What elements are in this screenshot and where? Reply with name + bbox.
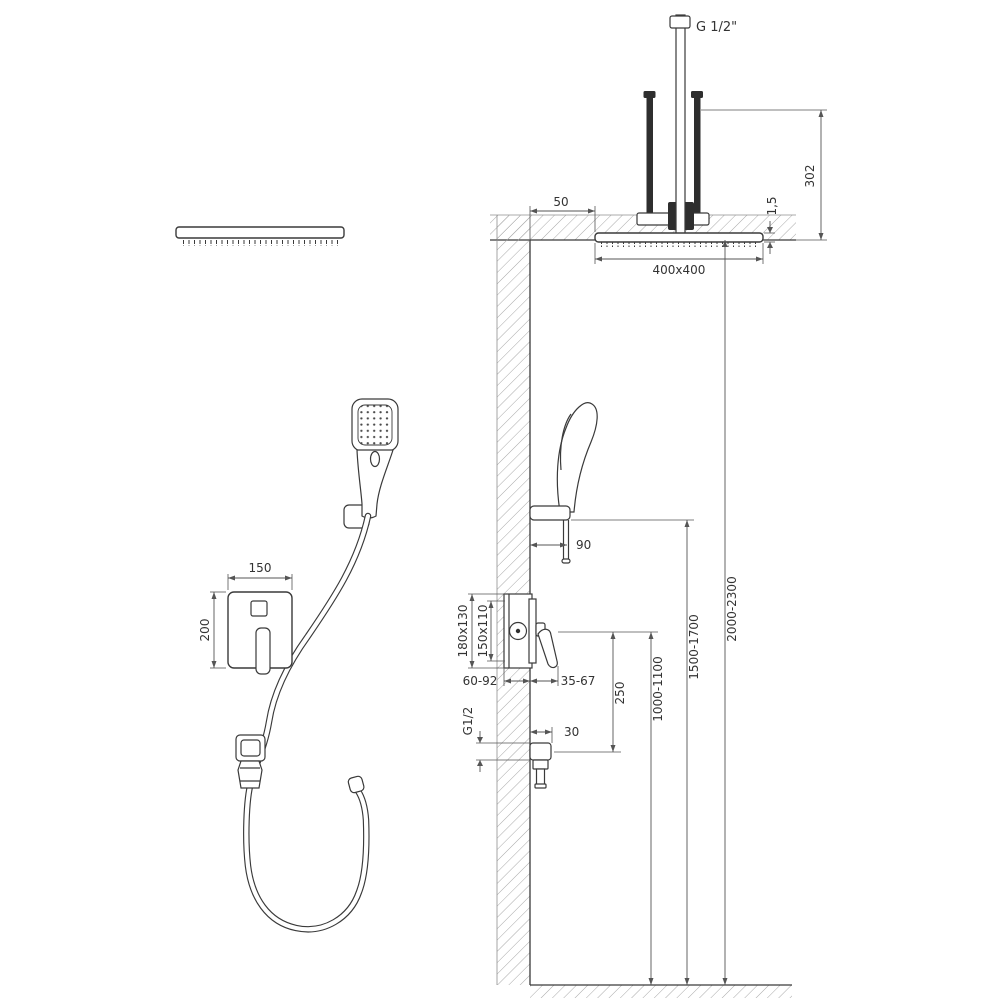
hose-end-fitting	[347, 775, 365, 794]
dim-g12-outlet-label: G1/2	[461, 707, 475, 736]
dim-35-67-label: 35-67	[561, 674, 596, 688]
dim-35-67: 35-67	[530, 666, 595, 688]
dim-30-label: 30	[564, 725, 579, 739]
dim-2000-2300: 2000-2300	[722, 239, 739, 985]
hand-shower-bracket-side	[529, 505, 571, 521]
dim-g12-outlet: G1/2	[461, 707, 530, 772]
dim-2000-2300-label: 2000-2300	[725, 576, 739, 641]
dim-1500-1700-label: 1500-1700	[687, 614, 701, 679]
mixer-handle-front	[255, 627, 271, 675]
dim-150x110: 150x110	[476, 600, 505, 662]
rain-head-nozzles-front	[183, 240, 338, 246]
mixer-valve-side	[503, 593, 558, 669]
hand-shower-button	[369, 450, 381, 468]
dim-200-label: 200	[198, 619, 212, 642]
dim-400x400: 400x400	[594, 243, 764, 277]
dim-250-label: 250	[613, 682, 627, 705]
ceiling-mount-rods	[643, 91, 703, 216]
dim-400x400-label: 400x400	[653, 263, 706, 277]
mixer-handle-side	[537, 628, 558, 669]
dim-150-label: 150	[249, 561, 272, 575]
water-outlet-front	[235, 734, 266, 789]
dim-150: 150	[227, 561, 293, 590]
dim-50: 50	[529, 195, 596, 240]
floor-hatch	[530, 984, 792, 998]
hand-shower-front	[343, 398, 399, 529]
mixer-diverter-button	[250, 600, 268, 617]
dim-1000-1100: 1000-1100	[648, 632, 665, 985]
dim-60-92: 60-92	[463, 668, 530, 688]
thread-size-label: G 1/2"	[696, 20, 737, 35]
rain-shower-head-front	[175, 226, 345, 246]
dim-150x110-label: 150x110	[476, 605, 490, 658]
dim-1-5: 1,5	[764, 196, 779, 254]
water-outlet-side	[529, 742, 552, 789]
mixer-trim-plate-side	[528, 598, 537, 664]
mixer-valve-front	[227, 591, 293, 675]
dim-180x130-label: 180x130	[456, 605, 470, 658]
dim-180x130: 180x130	[456, 593, 505, 669]
dim-302-label: 302	[803, 165, 817, 188]
dim-30: 30	[530, 725, 579, 743]
rain-head-nozzles-side	[601, 242, 758, 247]
hand-shower-spray-face	[357, 404, 393, 446]
outlet-nut	[237, 760, 263, 789]
dim-90: 90	[530, 538, 591, 552]
supply-pipe	[675, 14, 686, 235]
dim-60-92-label: 60-92	[463, 674, 498, 688]
dim-90-label: 90	[576, 538, 591, 552]
dim-302: 302	[701, 109, 827, 241]
dim-50-label: 50	[553, 195, 568, 209]
dim-200: 200	[198, 591, 226, 669]
dim-1000-1100-label: 1000-1100	[651, 656, 665, 721]
hand-shower-side	[529, 402, 598, 564]
rain-shower-head-side	[594, 232, 764, 247]
dim-1-5-label: 1,5	[765, 196, 779, 215]
dim-250: 250	[554, 631, 658, 753]
dim-1500-1700: 1500-1700	[571, 519, 701, 985]
pipe-top-fitting	[669, 15, 691, 29]
shower-hose	[243, 512, 372, 933]
